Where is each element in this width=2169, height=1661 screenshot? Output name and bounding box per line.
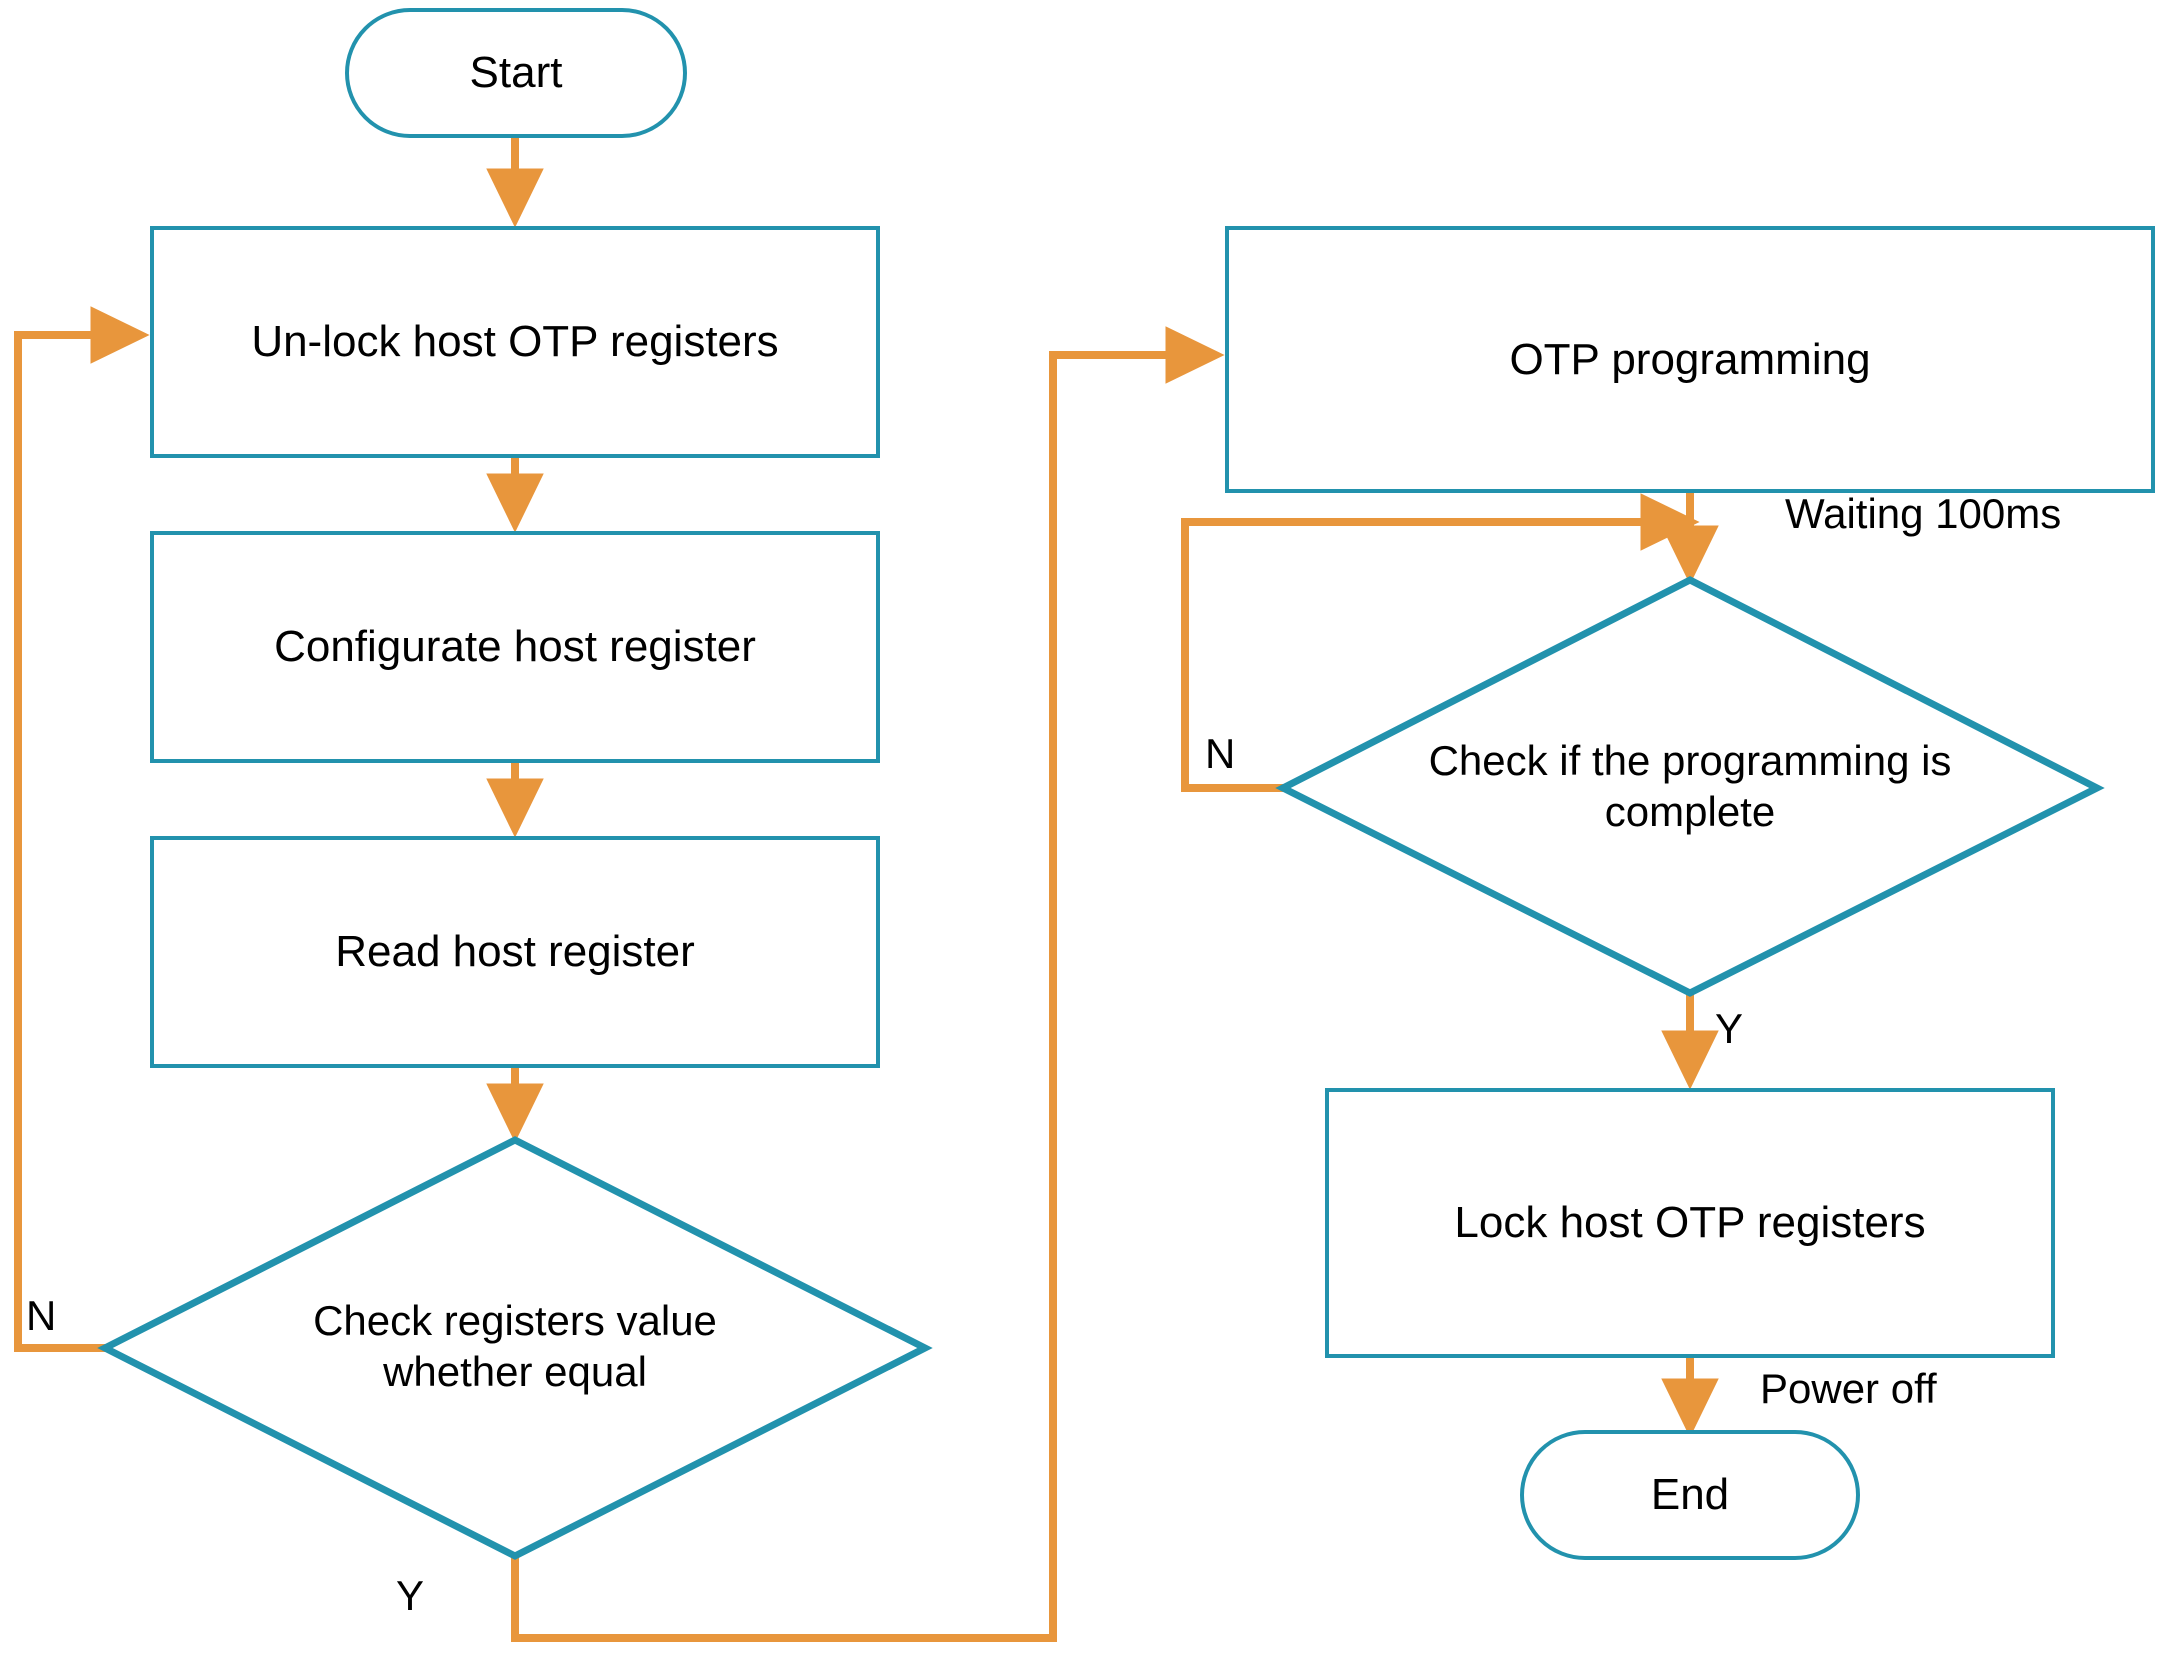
- check-complete-line1: Check if the programming is: [1428, 737, 1952, 784]
- node-read-label: Read host register: [335, 927, 695, 977]
- node-check-programming-complete-label: Check if the programming is complete: [1395, 735, 1985, 837]
- node-configurate-label: Configurate host register: [274, 622, 756, 672]
- node-configurate-host-register[interactable]: Configurate host register: [150, 531, 880, 763]
- node-check-registers-value-label: Check registers value whether equal: [255, 1295, 775, 1397]
- node-start-label: Start: [469, 48, 563, 98]
- node-end[interactable]: End: [1520, 1430, 1860, 1560]
- edge-label-waiting-100ms: Waiting 100ms: [1785, 490, 2062, 537]
- edge-label-check-complete-yes: Y: [1715, 1005, 1744, 1052]
- node-read-host-register[interactable]: Read host register: [150, 836, 880, 1068]
- node-unlock-label: Un-lock host OTP registers: [251, 317, 779, 367]
- edge-check-equal-yes-to-otp: [511, 326, 1225, 1642]
- node-unlock-host-otp-registers[interactable]: Un-lock host OTP registers: [150, 226, 880, 458]
- edge-label-check-equal-no: N: [26, 1292, 57, 1339]
- edge-check-complete-no-loop: [1181, 493, 1700, 792]
- edge-label-check-equal-yes: Y: [396, 1572, 425, 1619]
- node-end-label: End: [1650, 1470, 1730, 1520]
- check-equal-line2: whether equal: [383, 1348, 647, 1396]
- decision-check-equal-shape: [97, 1136, 933, 1560]
- node-lock-host-otp-registers[interactable]: Lock host OTP registers: [1325, 1088, 2055, 1358]
- check-equal-line1: Check registers value: [313, 1297, 717, 1344]
- edge-label-check-complete-no: N: [1205, 730, 1236, 777]
- edge-label-power-off: Power off: [1760, 1365, 1937, 1412]
- edge-check-equal-no-loop: [14, 306, 150, 1352]
- node-otp-programming-label: OTP programming: [1509, 334, 1871, 384]
- node-lock-label: Lock host OTP registers: [1454, 1198, 1926, 1248]
- check-complete-line2: complete: [1604, 788, 1776, 836]
- node-otp-programming[interactable]: OTP programming: [1225, 226, 2155, 493]
- decision-check-complete-shape: [1275, 576, 2105, 997]
- node-start[interactable]: Start: [345, 8, 687, 138]
